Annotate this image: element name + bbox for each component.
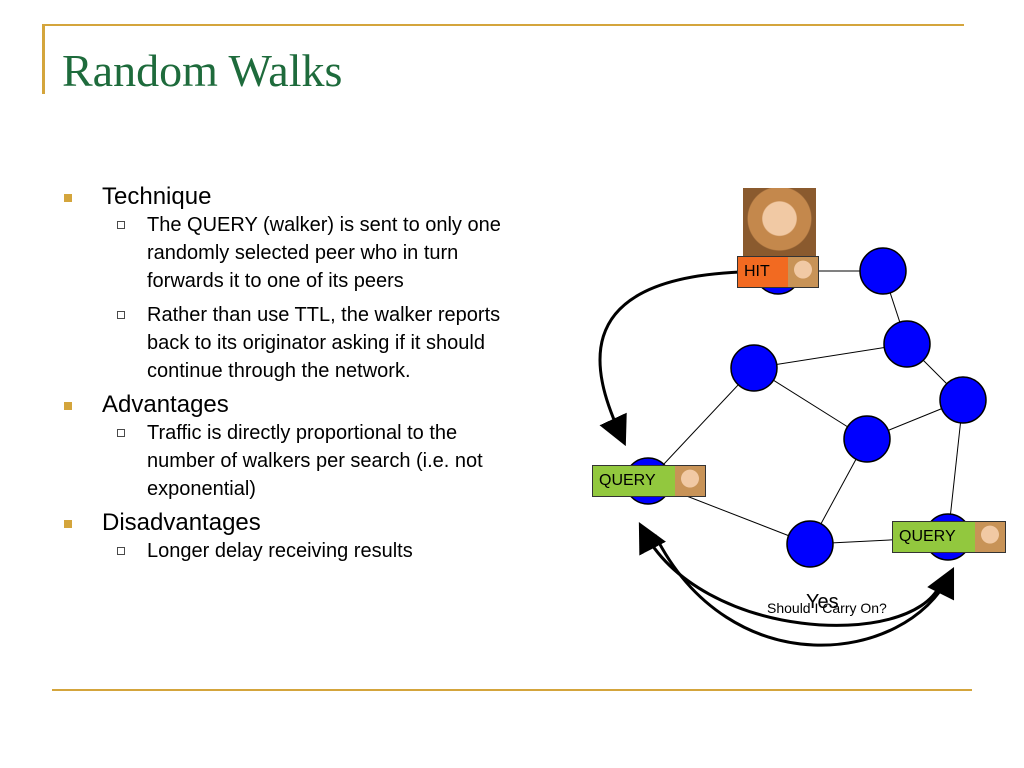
sub-bullet: Traffic is directly proportional to the … xyxy=(62,419,502,503)
answer-label: Yes xyxy=(806,591,839,613)
face-icon xyxy=(975,522,1005,552)
query-label: QUERY xyxy=(599,472,656,489)
bullet-marker xyxy=(64,194,72,202)
query-tag-origin: QUERY xyxy=(592,465,706,497)
bullet-disadvantages: Disadvantages xyxy=(62,509,502,537)
sub-bullet-marker xyxy=(117,429,125,437)
slide-top-rule xyxy=(44,24,964,26)
bullet-marker xyxy=(64,520,72,528)
sub-bullet: Longer delay receiving results xyxy=(62,537,502,565)
sub-bullet-marker xyxy=(117,547,125,555)
network-node xyxy=(786,520,834,568)
network-node xyxy=(730,344,778,392)
bullet-list: Technique The QUERY (walker) is sent to … xyxy=(62,183,502,565)
query-tag-walker: QUERY xyxy=(892,521,1006,553)
sub-bullet: The QUERY (walker) is sent to only one r… xyxy=(62,211,502,295)
question-label: Should I Carry On? xyxy=(767,600,887,616)
network-node xyxy=(843,415,891,463)
face-icon xyxy=(675,466,705,496)
reply-arrow xyxy=(653,534,955,647)
network-edge xyxy=(647,367,755,482)
sub-bullet-marker xyxy=(117,311,125,319)
network-node xyxy=(883,320,931,368)
network-node xyxy=(939,376,987,424)
sub-bullet-marker xyxy=(117,221,125,229)
query-label: QUERY xyxy=(899,528,956,545)
bullet-advantages: Advantages xyxy=(62,391,502,419)
bullet-technique: Technique xyxy=(62,183,502,211)
face-icon xyxy=(788,257,818,287)
hit-label: HIT xyxy=(744,263,770,280)
hit-return-arrow xyxy=(598,270,741,447)
hit-tag: HIT xyxy=(737,256,819,288)
slide-left-rule xyxy=(42,24,45,94)
sub-bullet: Rather than use TTL, the walker reports … xyxy=(62,301,502,385)
network-node xyxy=(859,247,907,295)
slide-title: Random Walks xyxy=(62,45,343,96)
slide-bottom-rule xyxy=(52,689,972,691)
ask-arrow xyxy=(638,522,942,627)
network-edge xyxy=(753,343,908,369)
peer-photo xyxy=(743,188,816,256)
bullet-marker xyxy=(64,402,72,410)
